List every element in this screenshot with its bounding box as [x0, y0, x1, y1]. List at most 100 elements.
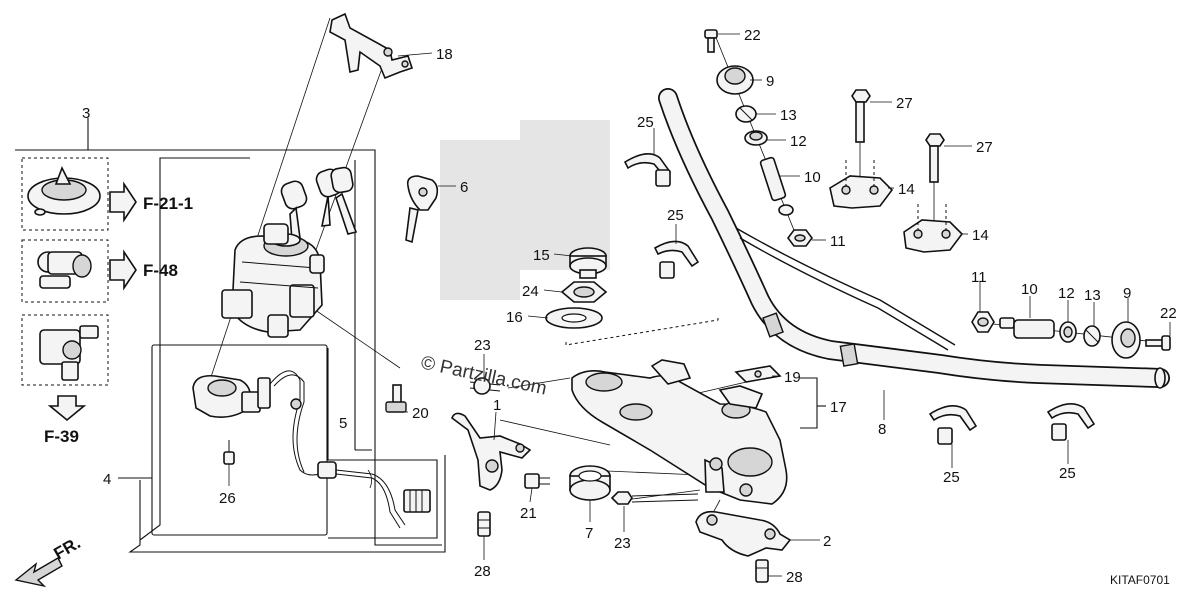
ignition-key-pair-part — [280, 166, 358, 242]
callout-27-a: 27 — [896, 95, 913, 112]
group-3-outline — [15, 118, 442, 546]
ring-12-a-part — [744, 130, 768, 146]
weight-9-b-part — [1111, 321, 1141, 359]
band-25-a-part — [623, 153, 672, 187]
callout-23-lower: 23 — [614, 535, 631, 552]
holder-14-b-part — [903, 204, 964, 253]
pin-10-b-part — [999, 317, 1055, 339]
callout-1: 1 — [493, 397, 501, 414]
front-direction-arrow: FR. — [14, 533, 84, 588]
callout-9-b: 9 — [1123, 285, 1131, 302]
group-17-bracket — [800, 377, 826, 429]
helmet-lock-part — [39, 325, 99, 381]
collar-13-a-part — [735, 105, 757, 123]
band-25-b-part — [653, 240, 700, 279]
callout-25-a: 25 — [637, 114, 654, 131]
callout-19: 19 — [784, 369, 801, 386]
screw-22-b-part — [1145, 335, 1171, 351]
callout-13-a: 13 — [780, 107, 797, 124]
callout-21: 21 — [520, 505, 537, 522]
callout-11-b: 11 — [971, 269, 987, 286]
ref-label-f39: F-39 — [44, 427, 79, 446]
callout-12-a: 12 — [790, 133, 807, 150]
callout-15: 15 — [533, 247, 550, 264]
band-25-c-part — [928, 405, 978, 445]
nut-24-part — [560, 281, 608, 303]
callout-11-a: 11 — [830, 233, 846, 250]
callout-23-upper: 23 — [474, 337, 491, 354]
callout-28-left: 28 — [474, 563, 491, 580]
ref-label-f48: F-48 — [143, 261, 178, 280]
screw-26-part — [223, 440, 235, 465]
washer-16-part — [545, 307, 603, 329]
group-5-outline — [327, 160, 438, 539]
callout-28-right: 28 — [786, 569, 803, 586]
callout-25-b: 25 — [667, 207, 684, 224]
callout-5: 5 — [339, 415, 347, 432]
holder-14-a-part — [829, 160, 894, 209]
callout-22-a: 22 — [744, 27, 761, 44]
callout-22-b: 22 — [1160, 305, 1177, 322]
diagram-code: KITAF0701 — [1110, 573, 1170, 587]
bolt-23-lower-part — [610, 491, 699, 505]
nut-11-b-part — [971, 311, 995, 333]
callout-20: 20 — [412, 405, 429, 422]
ref-label-f21-1: F-21-1 — [143, 194, 193, 213]
callout-24: 24 — [522, 283, 539, 300]
callout-7: 7 — [585, 525, 593, 542]
collar-7-part — [569, 465, 611, 501]
weight-9-a-part — [716, 65, 754, 95]
top-bridge-part — [571, 359, 788, 505]
plate-19-part — [734, 365, 782, 383]
dust-cap-15-part — [569, 247, 607, 279]
band-25-d-part — [1046, 403, 1096, 441]
seat-lock-cylinder-part — [37, 251, 92, 289]
callout-2: 2 — [823, 533, 831, 550]
ignition-bracket-part — [329, 12, 414, 80]
callout-14-a: 14 — [898, 181, 915, 198]
bolt-20-part — [385, 384, 407, 413]
callout-6: 6 — [460, 179, 468, 196]
callout-18: 18 — [436, 46, 453, 63]
seat-switch-harness-part — [192, 370, 431, 529]
pin-10-a-part — [759, 156, 794, 216]
bolt-23-upper-part — [469, 377, 501, 395]
handlebar-8-part — [658, 88, 1170, 389]
fuel-cap-lock-part — [27, 166, 101, 216]
callout-17: 17 — [830, 399, 847, 416]
nut-11-a-part — [787, 229, 813, 247]
ring-12-b-part — [1059, 321, 1077, 343]
callout-9-a: 9 — [766, 73, 774, 90]
callout-12-b: 12 — [1058, 285, 1075, 302]
callout-8: 8 — [878, 421, 886, 438]
bolt-28-right-part — [755, 559, 769, 583]
callout-leaders — [228, 33, 1171, 577]
collar-13-b-part — [1083, 325, 1101, 347]
callout-25-d: 25 — [1059, 465, 1076, 482]
ignition-switch-part — [221, 223, 325, 338]
callout-25-c: 25 — [943, 469, 960, 486]
bolt-27-b-part — [925, 133, 945, 220]
ref-arrow-f48: F-48 — [109, 249, 178, 291]
bolt-28-left-part — [477, 511, 491, 537]
watermark-pattern — [440, 120, 610, 300]
key-blank-6-part — [405, 175, 439, 244]
callout-26: 26 — [219, 490, 236, 507]
bolt-21-part — [524, 473, 550, 489]
group-4-outline — [118, 157, 446, 553]
callout-14-b: 14 — [972, 227, 989, 244]
bolt-27-a-part — [851, 89, 871, 178]
callout-13-b: 13 — [1084, 287, 1101, 304]
screw-22-a-part — [704, 29, 718, 53]
callout-27-b: 27 — [976, 139, 993, 156]
callout-10-a: 10 — [804, 169, 821, 186]
callout-16: 16 — [506, 309, 523, 326]
ref-arrow-f21-1: F-21-1 — [109, 181, 193, 223]
ref-arrow-f39: F-39 — [44, 395, 87, 446]
callout-4: 4 — [103, 471, 111, 488]
callout-3: 3 — [82, 105, 90, 122]
callout-10-b: 10 — [1021, 281, 1038, 298]
holder-2-part — [695, 510, 792, 557]
